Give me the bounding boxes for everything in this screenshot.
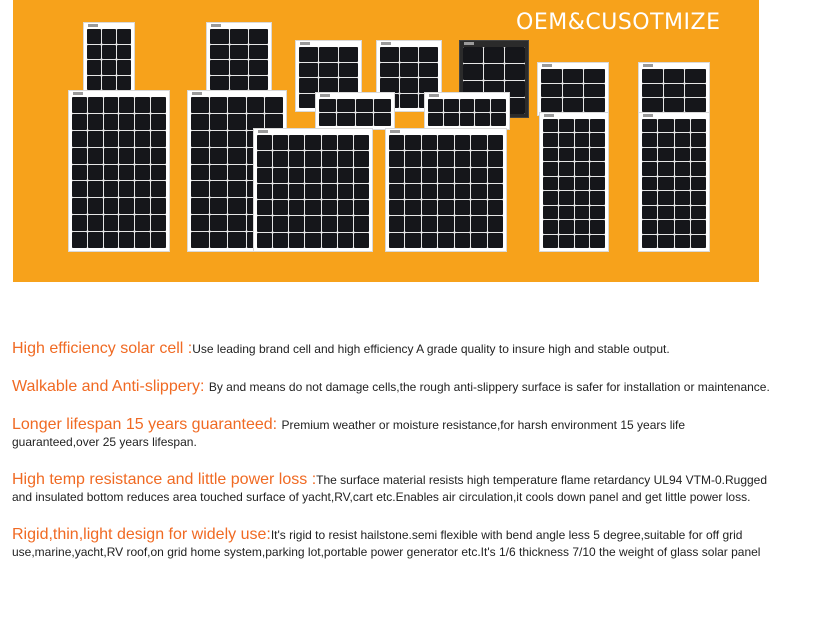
feature-heading: High temp resistance and little power lo…	[12, 471, 317, 488]
feature-heading: Walkable and Anti-slippery:	[12, 378, 209, 395]
solar-panel-image	[83, 22, 135, 94]
solar-panel-image	[537, 62, 609, 116]
feature-item: Rigid,thin,light design for widely use:I…	[12, 526, 772, 561]
solar-panel-image	[206, 22, 272, 94]
solar-panel-image	[424, 92, 510, 130]
banner-title: OEM&CUSOTMIZE	[516, 10, 721, 35]
solar-panel-image	[539, 112, 609, 252]
feature-list: High efficiency solar cell :Use leading …	[12, 340, 772, 581]
solar-panel-image	[315, 92, 395, 130]
feature-heading: Rigid,thin,light design for widely use:	[12, 526, 271, 543]
product-banner: OEM&CUSOTMIZE	[13, 0, 759, 282]
feature-heading: Longer lifespan 15 years guaranteed:	[12, 416, 282, 433]
feature-text: By and means do not damage cells,the rou…	[208, 380, 770, 394]
solar-panel-image	[638, 62, 710, 116]
feature-text: Premium weather or moisture resistance,f…	[12, 418, 686, 449]
solar-panel-image	[253, 128, 373, 252]
feature-item: High efficiency solar cell :Use leading …	[12, 340, 772, 358]
feature-item: High temp resistance and little power lo…	[12, 471, 772, 506]
feature-text: The surface material resists high temper…	[12, 473, 768, 504]
feature-text: It's rigid to resist hailstone.semi flex…	[12, 528, 761, 559]
feature-item: Walkable and Anti-slippery: By and means…	[12, 378, 772, 396]
feature-text: Use leading brand cell and high efficien…	[192, 342, 670, 356]
feature-item: Longer lifespan 15 years guaranteed: Pre…	[12, 416, 772, 451]
solar-panel-image	[385, 128, 507, 252]
solar-panel-image	[68, 90, 170, 252]
solar-panel-image	[638, 112, 710, 252]
feature-heading: High efficiency solar cell :	[12, 340, 193, 357]
